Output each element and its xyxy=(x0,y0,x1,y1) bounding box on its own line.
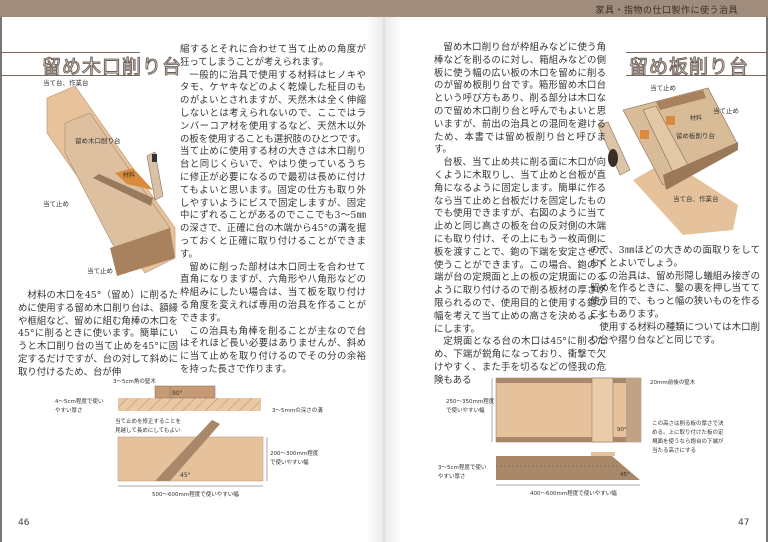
material-piece xyxy=(115,168,153,190)
right-title-box: 留め板削り台 xyxy=(626,52,768,79)
label-note-4: 当たる高さにする xyxy=(652,446,696,454)
base-front xyxy=(110,228,175,276)
plane xyxy=(146,151,164,201)
right-col1-text: 留め木口削り台が枠組みなどに使う角棒などを削るのに対し、箱組みなどの側板に使う幅… xyxy=(434,42,606,388)
plane-handle xyxy=(608,149,618,167)
right-illustration: 当て止め 当て止め 材料 留め板削り台 当て台、作業台 xyxy=(597,83,739,235)
label-length: 400〜600mm程度で使いやすい幅 xyxy=(530,489,617,497)
header-band: 家具・指物の仕口製作に使う治具 xyxy=(0,0,768,17)
label-angle-90: 90° xyxy=(617,427,627,433)
label-note-3: 規面を使うなら鉋台の下端が xyxy=(652,437,724,445)
top-view-edge-top xyxy=(496,378,641,383)
label-jig: 留め木口削り台 xyxy=(75,136,121,145)
label-angle-90: 90° xyxy=(172,390,183,397)
right-page-title: 留め板削り台 xyxy=(628,56,750,79)
label-thickness-2: やすい厚さ xyxy=(438,472,466,480)
material-1 xyxy=(666,116,675,125)
paragraph: 縮するとそれに合わせて当て止めの角度が狂ってしまうことが考えられます。 xyxy=(180,44,366,68)
label-angle-45: 45° xyxy=(620,472,630,478)
left-intro-text: 材料の木口を45°（留め）に削るために使用する留め木口削り台は、額縁や框組など、… xyxy=(18,290,178,380)
label-length: 500〜600mm程度で使いやすい幅 xyxy=(152,490,239,498)
paragraph: ので、3㎜ほどの大きめの面取りをしておくとよいでしょう。 xyxy=(590,245,760,269)
page-number-left: 46 xyxy=(18,518,30,528)
label-note-1: この高さは削る板の厚さで決 xyxy=(652,419,724,427)
paragraph: 材料の木口を45°（留め）に削るために使用する留め木口削り台は、額縁や框組など、… xyxy=(18,290,178,378)
page-edge-left xyxy=(0,17,2,542)
side-view-board xyxy=(118,398,261,411)
left-body-text: 縮するとそれに合わせて当て止めの角度が狂ってしまうことが考えられます。 一般的に… xyxy=(180,44,366,377)
top-view-stop xyxy=(155,420,220,481)
label-angle-45: 45° xyxy=(180,472,191,479)
label-material: 材料 xyxy=(123,171,135,179)
paragraph: 定規面となる台の木口は45°に削るため、下端が鋭角になっており、衝撃で欠けやすく… xyxy=(434,336,606,386)
label-note-2: める。上に取り付けた板の定 xyxy=(652,428,724,436)
label-thickness-1: 3〜5cm程度で使い xyxy=(438,463,487,471)
material-2 xyxy=(640,130,649,139)
label-base: 当て台、作業台 xyxy=(673,194,719,203)
label-groove: 3〜5mmの深さの溝 xyxy=(272,406,323,414)
label-stop-lower: 当て止め xyxy=(87,266,113,275)
right-diagram: 90° 20mm前後の堅木 250〜350mm程度 で使いやすい幅 この高さは削… xyxy=(438,377,724,497)
paragraph: 留めに削った部材は木口同士を合わせて直角になりますが、六角形や八角形などの枠組み… xyxy=(180,261,366,324)
label-width-1: 250〜350mm程度 xyxy=(446,397,495,405)
label-stop-left: 当て止め xyxy=(650,83,676,92)
left-page-title: 留め木口削り台 xyxy=(41,56,183,79)
label-stop-upper: 当て止め xyxy=(43,199,69,208)
right-col2-text: ので、3㎜ほどの大きめの面取りをしておくとよいでしょう。 この治具は、留め形隠し… xyxy=(590,245,760,347)
page-edge-right xyxy=(766,17,768,542)
book-gutter xyxy=(366,17,402,542)
label-note-2: 見越して長めにしてもよい xyxy=(115,426,181,434)
label-stop-right: 当て止め xyxy=(713,106,739,115)
side-view-stop xyxy=(591,452,615,456)
label-base: 当て台、作業台 xyxy=(43,78,89,87)
stop-far xyxy=(656,90,706,110)
label-jig: 留め板削り台 xyxy=(676,131,715,140)
label-width-2: で使いやすい幅 xyxy=(446,406,485,414)
paragraph: この治具は、留め形隠し蟻組み接ぎの留めを作るときに、鑿の裏を押し当てて使う目的で… xyxy=(590,270,760,320)
paragraph: この治具も角棒を削ることが主なので台はそれほど長い必要はありませんが、斜めに当て… xyxy=(180,325,366,375)
top-view-edge-bottom xyxy=(496,437,641,442)
plane-knob xyxy=(152,154,157,162)
paragraph: 台板、当て止め共に削る面に木口が向くように木取りし、当て止めと台板が直角になるよ… xyxy=(434,157,606,335)
paragraph: 一般的に治具で使用する材料はヒノキやタモ、ケヤキなどのよく乾燥した柾目のものがよ… xyxy=(180,69,366,260)
label-width-2: で使いやすい幅 xyxy=(270,458,309,466)
paragraph: 留め木口削り台が枠組みなどに使う角棒などを削るのに対し、箱組みなどの側板に使う幅… xyxy=(434,42,606,156)
paragraph: 使用する材料の種類については木口削り台や摺り台などと同じです。 xyxy=(590,321,760,346)
base-board xyxy=(633,160,738,235)
stop-angled xyxy=(93,174,153,206)
label-thickness-1: 4〜5cm程度で使い xyxy=(55,397,104,405)
left-illustration: 当て台、作業台 留め木口削り台 材料 当て止め 当て止め xyxy=(43,78,176,276)
side-view-stop xyxy=(154,385,216,399)
left-title-box: 留め木口削り台 xyxy=(0,52,182,79)
running-head: 家具・指物の仕口製作に使う治具 xyxy=(595,6,738,16)
label-note-1: 当て止めを修正することを xyxy=(115,417,181,425)
top-view-cross-board xyxy=(591,377,614,443)
label-material: 材料 xyxy=(690,114,702,122)
page-number-right: 47 xyxy=(738,518,750,528)
top-view-board xyxy=(495,377,642,443)
side-view-board xyxy=(496,456,640,480)
front-rail xyxy=(663,142,738,190)
label-stop-size: 20mm前後の堅木 xyxy=(650,378,696,386)
label-stop-size: 3〜5cm角の堅木 xyxy=(113,377,156,385)
left-diagram: 3〜5cm角の堅木 90° 4〜5cm程度で使い やすい厚さ 3〜5mmの深さの… xyxy=(55,377,323,498)
label-thickness-2: やすい厚さ xyxy=(55,406,83,414)
top-view-stop xyxy=(626,378,641,442)
label-width-1: 200〜300mm程度 xyxy=(270,449,319,457)
